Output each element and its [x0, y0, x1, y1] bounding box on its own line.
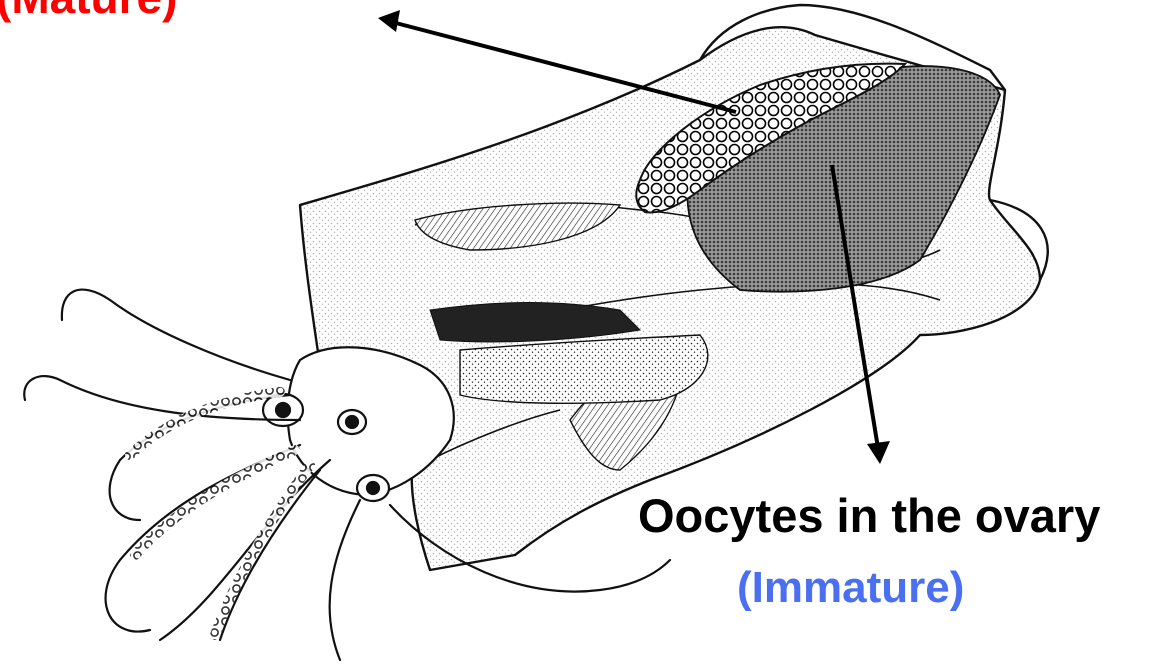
arrow-to-mature [378, 10, 736, 112]
arm-suckers [130, 392, 310, 635]
immature-label: (Immature) [737, 563, 964, 613]
arrow-icon [867, 441, 890, 464]
oocytes-label: Oocytes in the ovary [638, 488, 1100, 543]
mature-label: (Mature) [0, 0, 177, 24]
arrow-icon [378, 10, 400, 32]
